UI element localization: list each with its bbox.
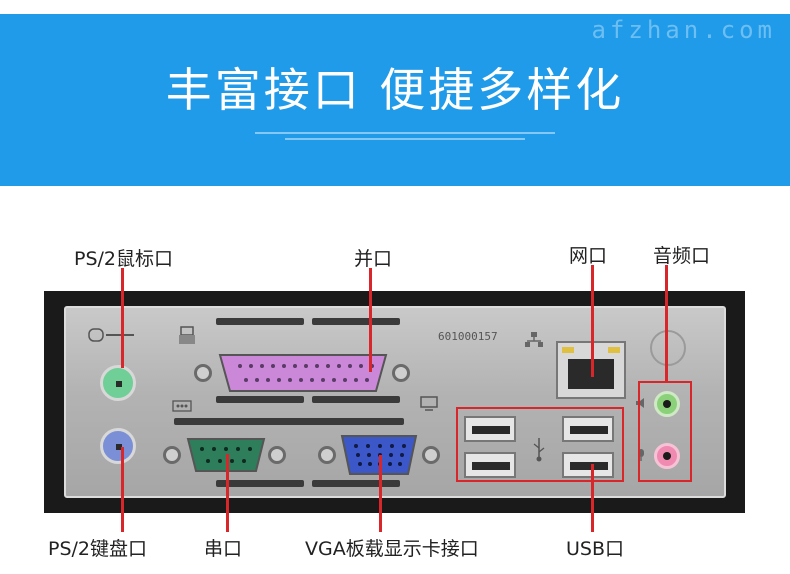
vga-port-screw	[422, 446, 440, 464]
callout-line-usb	[591, 464, 594, 532]
ps2-keyboard-port	[100, 428, 136, 464]
usb-icon	[533, 438, 545, 462]
label-ps2-keyboard: PS/2键盘口	[48, 538, 148, 560]
label-vga: VGA板载显示卡接口	[305, 538, 479, 560]
monitor-icon	[420, 396, 438, 411]
label-audio: 音频口	[653, 245, 711, 267]
label-serial: 串口	[204, 538, 243, 560]
usb-port	[464, 416, 516, 442]
callout-line-network	[591, 265, 594, 377]
vent-slot	[312, 396, 400, 403]
decorative-fine-text-line	[255, 132, 555, 134]
label-ps2-mouse: PS/2鼠标口	[74, 248, 174, 270]
callout-line-serial	[226, 454, 229, 532]
parallel-port-screw	[392, 364, 410, 382]
serial-number: 601000157	[438, 330, 498, 343]
callout-line-vga	[379, 455, 382, 532]
parallel-port-screw	[194, 364, 212, 382]
label-parallel: 并口	[354, 248, 393, 270]
vent-slot	[174, 418, 404, 425]
vent-slot	[216, 318, 304, 325]
mic-jack	[654, 443, 680, 469]
audio-out-jack	[654, 391, 680, 417]
page-title: 丰富接口 便捷多样化	[165, 63, 625, 117]
ps2-mouse-port	[100, 365, 136, 401]
usb-callout-box	[456, 407, 624, 482]
vent-slot	[216, 396, 304, 403]
audio-out-icon	[636, 398, 644, 408]
serial-port-screw	[163, 446, 181, 464]
label-network: 网口	[569, 245, 608, 267]
serial-icon	[172, 400, 192, 412]
usb-port	[562, 416, 614, 442]
audio-knockout	[650, 330, 686, 366]
callout-line-ps2-mouse	[121, 268, 124, 368]
vent-slot	[216, 480, 304, 487]
header-banner: afzhan.com 丰富接口 便捷多样化	[0, 14, 790, 186]
vent-slot	[312, 480, 400, 487]
vga-port-screw	[318, 446, 336, 464]
callout-line-audio	[665, 265, 668, 381]
usb-port	[562, 452, 614, 478]
mouse-icon	[88, 328, 134, 342]
network-icon	[525, 332, 543, 347]
usb-port	[464, 452, 516, 478]
watermark: afzhan.com	[591, 16, 776, 44]
vent-slot	[312, 318, 400, 325]
printer-icon	[179, 326, 195, 344]
label-usb: USB口	[566, 538, 625, 560]
serial-port-screw	[268, 446, 286, 464]
decorative-fine-text-line	[285, 138, 525, 140]
callout-line-parallel	[369, 268, 372, 372]
callout-line-ps2-keyboard	[121, 447, 124, 532]
parallel-port	[218, 354, 388, 392]
audio-callout-box	[638, 381, 692, 482]
